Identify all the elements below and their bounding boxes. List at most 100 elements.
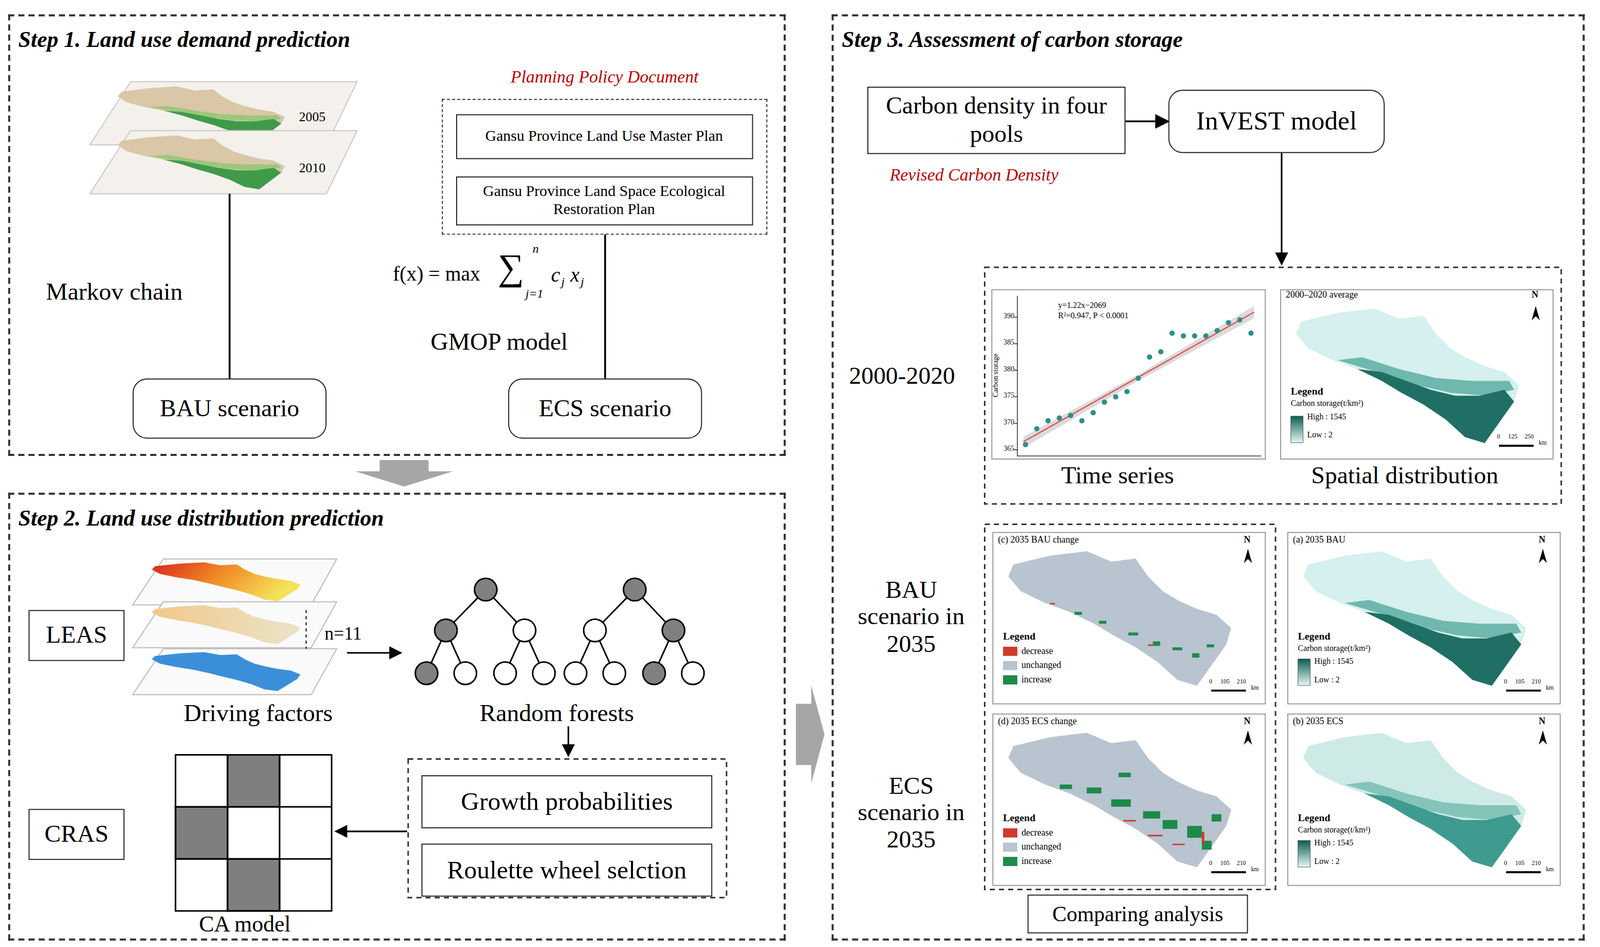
legend-text: increase	[1021, 857, 1052, 868]
text-label: j	[561, 275, 565, 289]
map-panel	[1303, 733, 1527, 868]
text-label: 210	[1531, 860, 1541, 867]
text-label: ∑	[497, 248, 525, 289]
text-label: ECS scenario in 2035	[854, 772, 968, 854]
factor-layer	[132, 649, 337, 696]
text-label: Driving factors	[183, 700, 333, 727]
legend-text: increase	[1021, 675, 1052, 686]
factor-layer	[151, 605, 301, 645]
text-label: y=1.22x−2069	[1058, 301, 1107, 311]
text-label: 210	[1531, 678, 1541, 686]
model-box: InVEST model	[1168, 89, 1385, 154]
dashed-group	[984, 267, 1561, 505]
tree-diagram	[474, 578, 498, 602]
time-series-chart	[991, 289, 1266, 460]
map-panel	[1538, 730, 1547, 746]
module-box: CRAS	[28, 809, 125, 861]
text-label: R²=0.947, P < 0.0001	[1058, 312, 1129, 321]
data-point	[1191, 333, 1198, 339]
text-label: c	[551, 263, 561, 286]
time-map-layer	[89, 130, 358, 195]
legend-entry: unchanged	[1003, 661, 1062, 672]
data-point	[1045, 417, 1051, 424]
factor-layer	[132, 649, 337, 696]
time-series-chart	[1017, 296, 1262, 457]
map-panel	[1211, 689, 1247, 692]
text-label: km	[1251, 684, 1259, 692]
text-label: Legend	[1290, 385, 1324, 398]
box-text: Comparing analysis	[1052, 901, 1224, 927]
map-panel	[1290, 416, 1304, 443]
connector	[1125, 120, 1169, 123]
box-text: LEAS	[45, 621, 108, 651]
legend-entry: decrease	[1003, 647, 1054, 658]
data-point	[1090, 410, 1096, 416]
text-label: 0	[1496, 433, 1500, 441]
map-panel	[1008, 733, 1232, 868]
map-panel	[1298, 659, 1311, 686]
data-point	[1237, 317, 1243, 323]
text-label: Spatial distribution	[1311, 462, 1499, 490]
tree-diagram	[454, 662, 477, 686]
legend-swatch	[1003, 647, 1018, 657]
map-panel	[1296, 308, 1519, 444]
heading-text: Step 2. Land use distribution prediction	[18, 505, 384, 532]
map-panel	[1506, 689, 1541, 692]
box-text: Gansu Province Land Use Master Plan	[485, 127, 724, 145]
factor-layer	[132, 559, 337, 606]
ca-grid	[175, 754, 332, 912]
text-label: 105	[1220, 678, 1230, 686]
legend-swatch	[1003, 661, 1018, 671]
legend-entry: unchanged	[1003, 843, 1062, 854]
map-panel	[1008, 733, 1232, 868]
data-point	[1146, 354, 1153, 360]
map-panel	[1049, 603, 1153, 646]
ca-grid	[227, 859, 280, 912]
box-text: CRAS	[44, 820, 109, 849]
data-point	[1169, 330, 1175, 336]
scenario-box: BAU scenario	[132, 378, 327, 440]
text-label: 2010	[298, 160, 326, 176]
step-panel: Step 2. Land use distribution prediction…	[8, 492, 786, 941]
data-point	[1068, 412, 1074, 418]
text-label: 385	[999, 340, 1015, 348]
text-label: km	[1538, 439, 1547, 447]
time-map-layer	[117, 135, 285, 190]
plan-box: Gansu Province Land Use Master Plan	[455, 114, 753, 159]
box-text: Roulette wheel selction	[447, 855, 687, 886]
text-label: km	[1545, 684, 1554, 692]
text-label: Revised Carbon Density	[890, 166, 1059, 186]
text-label: CA model	[199, 912, 292, 937]
factor-layer	[151, 652, 301, 692]
text-label: Low : 2	[1306, 431, 1333, 441]
map-panel	[1008, 551, 1232, 687]
data-point	[1056, 415, 1062, 421]
map-panel	[992, 714, 1266, 886]
data-point	[1158, 349, 1164, 355]
text-label: Carbon storage(t/km²)	[1290, 399, 1364, 409]
data-point	[1135, 375, 1141, 381]
map-panel	[1280, 289, 1554, 460]
ca-grid	[175, 754, 332, 912]
box-text: InVEST model	[1196, 106, 1357, 137]
map-panel	[1303, 551, 1527, 687]
time-map-layer	[89, 130, 358, 195]
ca-grid	[175, 754, 332, 912]
factor-layer	[151, 562, 301, 602]
legend-swatch	[1003, 857, 1018, 867]
tree-diagram	[603, 662, 626, 686]
block-arrow	[354, 460, 454, 487]
tree-diagram	[564, 662, 588, 686]
box-text: Growth probabilities	[460, 787, 673, 817]
text-label: j=1	[525, 287, 544, 302]
dashed-group	[408, 758, 727, 898]
text-label: 210	[1236, 678, 1247, 686]
text-label: km	[1545, 866, 1554, 874]
data-point	[1101, 399, 1107, 405]
text-label: BAU scenario in 2035	[854, 576, 968, 658]
tree-diagram	[623, 578, 646, 602]
text-label: 125	[1508, 433, 1518, 441]
text-label: n=11	[324, 624, 362, 645]
tree-diagram	[532, 662, 556, 686]
data-point	[1112, 394, 1119, 400]
